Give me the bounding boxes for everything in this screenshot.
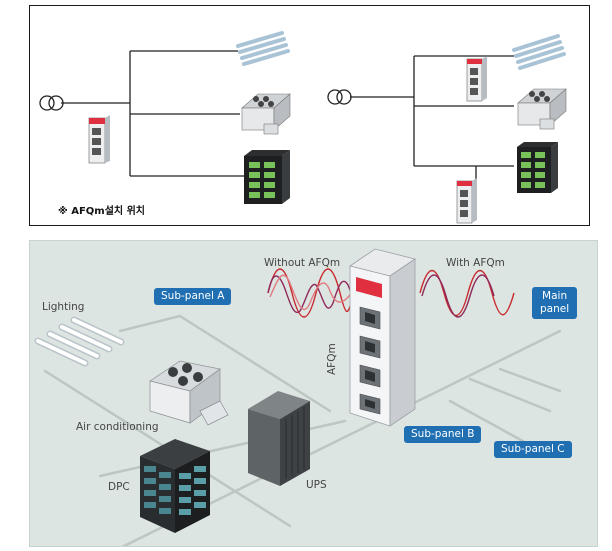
afqm-cabinet-right-lighting-icon: [466, 56, 487, 102]
afqm-vertical-label: AFQm: [326, 343, 338, 375]
without-afqm-label: Without AFQm: [264, 257, 341, 269]
sub-panel-c-badge: Sub-panel C: [494, 441, 572, 458]
transformer-right-icon: [327, 89, 352, 105]
afqm-location-diagram: ※ AFQm설치 위치: [29, 5, 590, 226]
air-conditioner-right-icon: [517, 88, 567, 130]
air-conditioning-label: Air conditioning: [76, 421, 159, 433]
dpc-label: DPC: [108, 481, 130, 493]
afqm-cabinet-icon: [349, 248, 416, 427]
main-panel-line1: Main: [542, 290, 568, 302]
distorted-wave: [267, 268, 356, 318]
lighting-right-icon: [512, 34, 566, 70]
dpc-server-rack-icon: [140, 439, 210, 533]
top-wiring-svg: [39, 31, 567, 224]
with-afqm-label: With AFQm: [446, 257, 505, 269]
lighting-label: Lighting: [42, 301, 85, 313]
transformer-left-icon: [39, 95, 64, 111]
bottom-illustration-svg: [34, 248, 562, 546]
right-wiring: [350, 55, 514, 181]
ups-unit-icon: [248, 391, 310, 486]
ups-label: UPS: [306, 479, 327, 491]
lighting-tubes-icon: [34, 316, 125, 367]
afqm-location-note: ※ AFQm설치 위치: [58, 206, 145, 217]
afqm-effect-illustration: Without AFQm With AFQm Lighting Air cond…: [29, 240, 598, 547]
clean-wave: [419, 270, 515, 318]
main-panel-line2: panel: [540, 303, 570, 315]
lighting-left-icon: [236, 31, 290, 66]
afqm-cabinet-left-icon: [88, 115, 110, 164]
afqm-cabinet-right-bottom-icon: [456, 178, 477, 224]
left-wiring: [61, 50, 245, 177]
server-rack-left-icon: [244, 150, 290, 204]
air-conditioner-left-icon: [241, 93, 291, 135]
main-panel-badge: Main panel: [532, 287, 578, 319]
sub-panel-b-badge: Sub-panel B: [404, 426, 482, 443]
server-rack-right-icon: [517, 142, 558, 193]
sub-panel-a-badge: Sub-panel A: [154, 288, 232, 305]
air-conditioning-unit-icon: [149, 360, 229, 426]
